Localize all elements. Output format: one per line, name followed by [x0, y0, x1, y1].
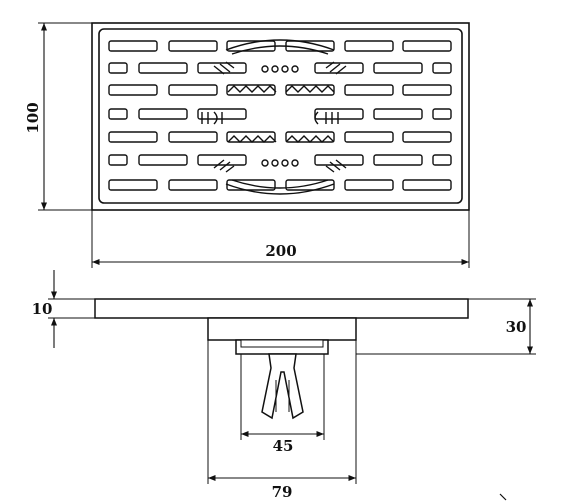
grate-slot — [432, 62, 452, 74]
grate-slot — [138, 154, 188, 166]
dimension-body-79: 79 — [207, 340, 357, 501]
grate-slot — [108, 108, 128, 120]
grate-slot — [197, 154, 247, 166]
dimension-total-height-30: 30 — [356, 298, 536, 355]
grate-slot — [402, 131, 452, 143]
grate-slot — [168, 179, 218, 191]
grate-slot — [373, 108, 423, 120]
grate-slot — [168, 131, 218, 143]
side-collar-inner — [240, 339, 324, 348]
grate-slot — [138, 108, 188, 120]
grate-slot — [402, 84, 452, 96]
side-body — [207, 317, 357, 341]
grate-slot — [108, 179, 158, 191]
width-label: 200 — [265, 242, 296, 260]
grate-slot — [108, 131, 158, 143]
body-width-label: 79 — [272, 483, 293, 501]
grate-slot — [344, 40, 394, 52]
dimension-flange-10: 10 — [32, 270, 95, 348]
core-width-label: 45 — [273, 437, 294, 455]
grate-slot — [314, 154, 364, 166]
side-view-drain — [94, 298, 469, 420]
height-label: 100 — [24, 102, 42, 133]
side-core-trap — [261, 353, 304, 420]
dimension-height-100: 100 — [24, 22, 92, 211]
side-flange — [94, 298, 469, 319]
grate-slot — [108, 62, 128, 74]
grate-slot — [168, 84, 218, 96]
grate-slot — [344, 179, 394, 191]
grate-slot — [373, 154, 423, 166]
corner-mark — [499, 493, 507, 501]
grate-slot — [197, 62, 247, 74]
grate-slot — [168, 40, 218, 52]
total-height-label: 30 — [506, 318, 527, 336]
grate-slot-pattern — [108, 40, 452, 191]
grate-decorative-center — [201, 39, 347, 195]
grate-slot — [402, 40, 452, 52]
grate-slot — [402, 179, 452, 191]
grate-slot — [226, 84, 276, 96]
grate-slot — [344, 84, 394, 96]
grate-slot — [432, 108, 452, 120]
flange-thickness-label: 10 — [32, 300, 53, 318]
grate-slot — [108, 40, 158, 52]
grate-slot — [226, 131, 276, 143]
grate-slot — [432, 154, 452, 166]
grate-slot — [138, 62, 188, 74]
grate-slot — [314, 62, 364, 74]
grate-slot — [108, 84, 158, 96]
grate-slot — [373, 62, 423, 74]
top-view-grate — [91, 22, 470, 211]
grate-inner-frame — [98, 28, 463, 204]
dimension-core-45: 45 — [240, 354, 325, 455]
grate-slot — [314, 108, 364, 120]
grate-slot — [108, 154, 128, 166]
grate-slot — [344, 131, 394, 143]
dimension-width-200: 200 — [91, 210, 470, 268]
